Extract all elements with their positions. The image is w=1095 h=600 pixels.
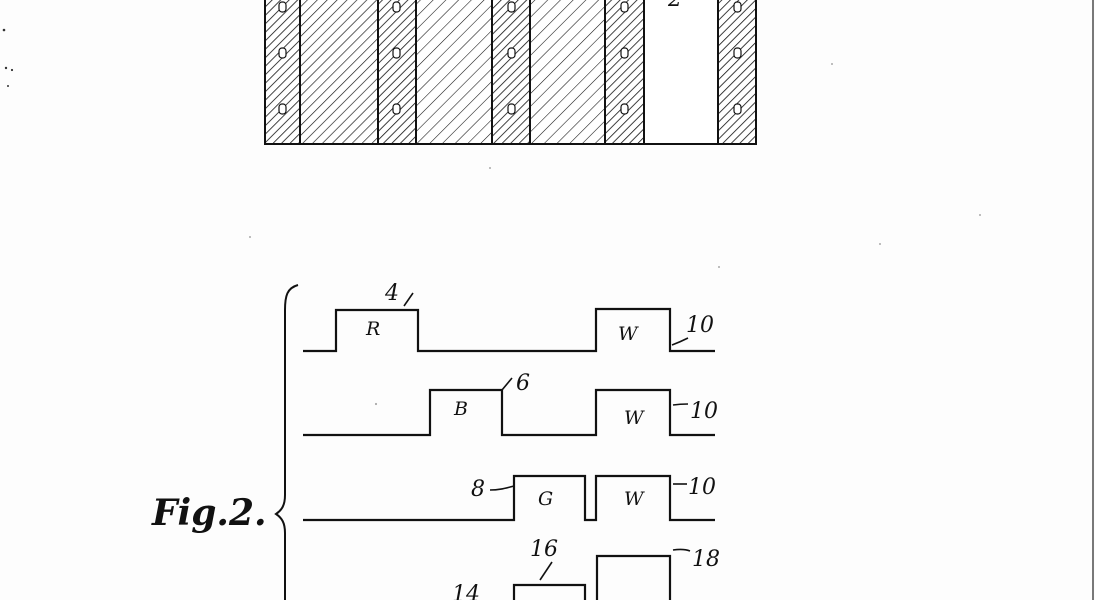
strip-section-2 (300, 0, 378, 144)
waveform-4-trace-a (512, 583, 587, 600)
waveform-4-trace-b (595, 554, 672, 600)
waveform-1-pulse-b-label: W (618, 323, 639, 345)
dust-specks (249, 63, 981, 406)
waveform-2-trace (303, 388, 715, 437)
figure-2-title: Fig.2. (151, 492, 267, 534)
strip-section-7 (605, 0, 644, 144)
waveform-4-pulse-a-ref: 16 (530, 537, 558, 562)
waveform-1-end-leader (671, 337, 689, 346)
waveform-3-pulse-b-label: W (624, 488, 645, 510)
strip-frame-ref: 2 (667, 0, 682, 12)
strip-section-1 (265, 0, 300, 144)
strip-section-8-blank (644, 0, 718, 144)
waveform-3: G 8 W 10 (303, 474, 716, 522)
waveform-3-pulse-a-leader (489, 485, 515, 491)
waveform-2-pulse-a-label: B (453, 398, 468, 420)
waveform-2-end-ref: 10 (690, 399, 718, 424)
scan-specks (2, 28, 14, 87)
strip-section-4 (416, 0, 492, 144)
strip-section-5 (492, 0, 530, 144)
waveform-1-pulse-a-ref: 4 (384, 281, 399, 306)
figure-2-brace (274, 284, 299, 600)
waveform-1-end-ref: 10 (686, 313, 714, 338)
waveform-4-pulse-a-leader (539, 561, 553, 581)
waveform-1-pulse-a-leader (403, 292, 414, 307)
waveform-3-pulse-a-ref: 8 (471, 477, 485, 502)
waveform-4-pulse-b-leader (672, 548, 691, 552)
figure-2-timing-diagram: Fig.2. R 4 W 10 B 6 W 10 G 8 W (151, 281, 720, 600)
waveform-3-trace (303, 474, 715, 522)
waveform-3-end-ref: 10 (688, 475, 716, 500)
waveform-2-pulse-a-ref: 6 (516, 371, 530, 396)
waveform-4: 14 16 18 (452, 537, 720, 600)
waveform-2: B 6 W 10 (303, 371, 718, 437)
waveform-1: R 4 W 10 (303, 281, 715, 353)
figure-1-color-strip: 2 (264, 0, 757, 145)
waveform-2-end-leader (672, 403, 689, 406)
waveform-1-trace (303, 307, 715, 353)
waveform-4-pulse-b-ref: 18 (692, 547, 720, 572)
strip-section-9 (718, 0, 756, 144)
strip-section-3 (378, 0, 416, 144)
sprocket-holes (278, 1, 742, 115)
waveform-2-pulse-a-leader (501, 377, 513, 391)
strip-section-6 (530, 0, 605, 144)
waveform-2-pulse-b-label: W (624, 407, 645, 429)
waveform-1-pulse-a-label: R (365, 318, 380, 340)
waveform-3-pulse-a-label: G (538, 488, 553, 510)
waveform-4-left-ref: 14 (452, 582, 480, 600)
